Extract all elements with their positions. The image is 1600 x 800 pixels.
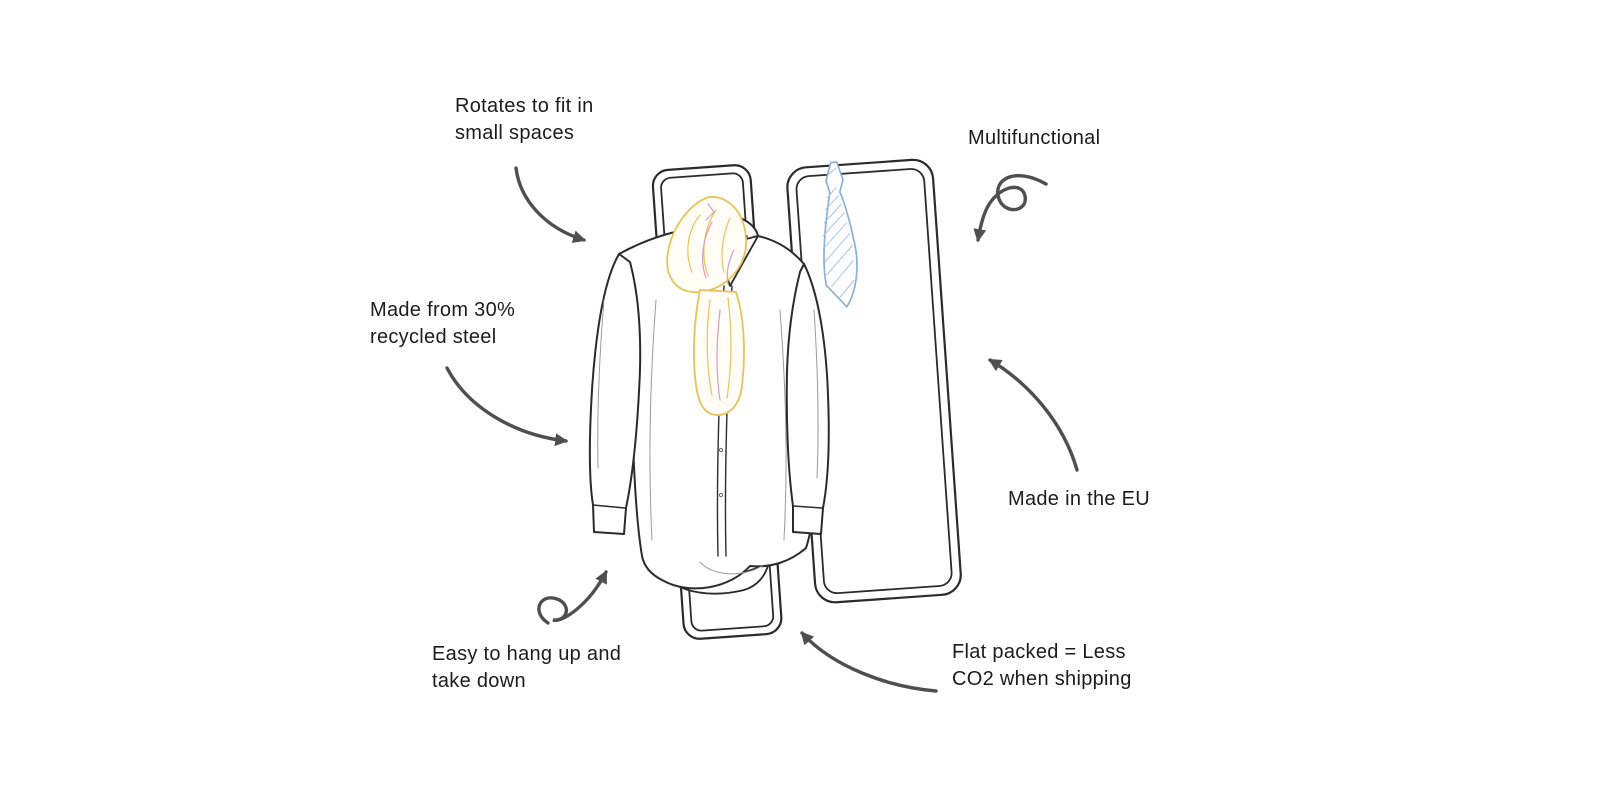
label-made-in-eu-line1: Made in the EU xyxy=(1008,488,1151,510)
label-rotates: Rotates to fit in small spaces xyxy=(455,93,594,147)
label-recycled-steel-line2: recycled steel xyxy=(370,326,497,348)
label-recycled-steel: Made from 30% recycled steel xyxy=(370,297,515,351)
flat-packed-arrow-icon xyxy=(800,631,938,693)
made-in-eu-arrow-icon xyxy=(988,358,1079,472)
rotates-arrow-icon xyxy=(514,166,587,244)
multifunctional-arrow-icon xyxy=(973,174,1048,243)
label-flat-packed-line2: CO2 when shipping xyxy=(952,668,1132,690)
annotation-arrows xyxy=(445,166,1079,693)
label-easy-hang-line1: Easy to hang up and xyxy=(432,643,622,665)
label-multifunctional: Multifunctional xyxy=(968,125,1100,152)
easy-hang-arrow-icon xyxy=(537,570,608,625)
rack-frame-right xyxy=(786,158,962,604)
label-flat-packed-line1: Flat packed = Less xyxy=(952,641,1126,663)
label-recycled-steel-line1: Made from 30% xyxy=(370,299,516,321)
label-rotates-line1: Rotates to fit in xyxy=(455,95,594,117)
label-multifunctional-line1: Multifunctional xyxy=(968,127,1101,149)
label-made-in-eu: Made in the EU xyxy=(1008,486,1150,513)
tie xyxy=(822,161,858,308)
label-flat-packed: Flat packed = Less CO2 when shipping xyxy=(952,639,1132,693)
scarf xyxy=(666,195,747,416)
recycled-steel-arrow-icon xyxy=(445,366,569,447)
label-easy-hang: Easy to hang up and take down xyxy=(432,641,621,695)
label-easy-hang-line2: take down xyxy=(432,670,526,692)
label-rotates-line2: small spaces xyxy=(455,122,575,144)
